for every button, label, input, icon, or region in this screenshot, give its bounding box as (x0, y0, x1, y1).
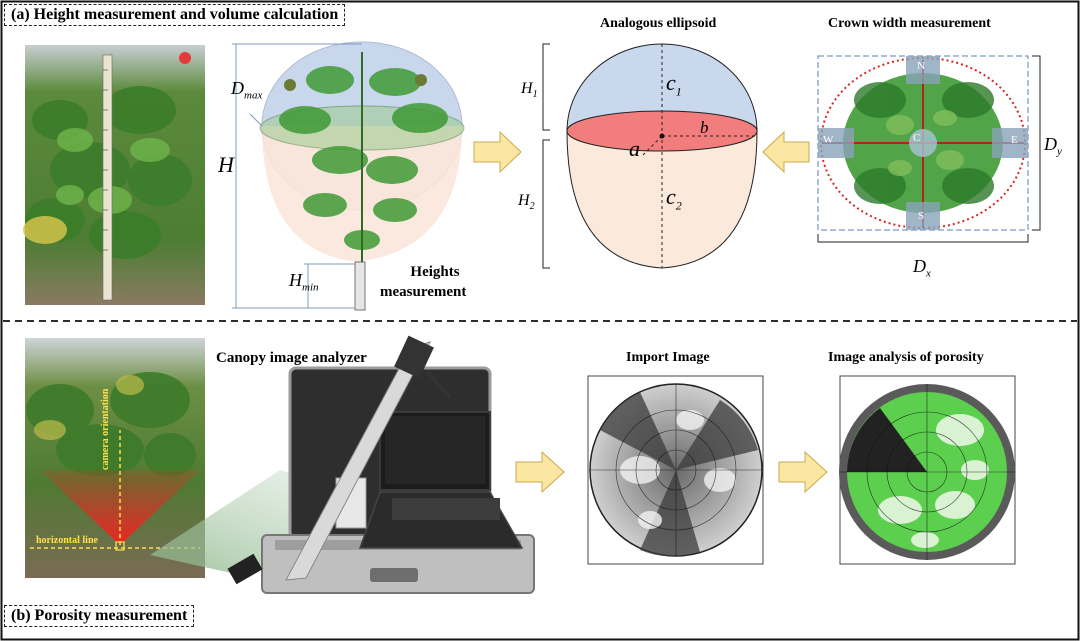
label-c2: c2 (666, 184, 682, 213)
label-S: S (918, 210, 925, 222)
import-image-title: Import Image (626, 350, 710, 365)
arrow-right-b1 (515, 450, 565, 494)
crown-title: Crown width measurement (828, 16, 991, 31)
porosity-analysis-title: Image analysis of porosity (828, 350, 984, 365)
label-C: C (913, 132, 921, 144)
ellipsoid-diagram (542, 43, 758, 269)
label-H: H (218, 152, 234, 177)
panel-a-title: (a) Height measurement and volume calcul… (11, 6, 339, 23)
horizontal-line-label: horizontal line (36, 535, 98, 546)
label-c1: c1 (666, 70, 682, 99)
import-image (587, 375, 764, 565)
arrow-right-a (473, 130, 522, 174)
porosity-analysis-image (839, 375, 1016, 565)
label-N: N (917, 60, 925, 72)
label-E: E (1011, 134, 1018, 146)
label-b: b (700, 118, 709, 137)
label-Dx: Dx (913, 256, 931, 280)
label-Hmin: Hmin (289, 270, 319, 294)
ellipsoid-title: Analogous ellipsoid (600, 16, 717, 31)
label-H1: H1 (521, 80, 538, 101)
camera-orientation-label: camera orientation (100, 388, 111, 470)
heights-measurement-label: Heights (410, 264, 460, 280)
cotton-field-photo-b (25, 338, 205, 578)
height-diagram (232, 41, 465, 311)
analyzer-title: Canopy image analyzer (216, 350, 367, 366)
panel-b-title: (b) Porosity measurement (11, 607, 188, 624)
arrow-left-a (762, 130, 810, 174)
label-Dy: Dy (1044, 134, 1062, 158)
label-Dmax: Dmax (231, 78, 263, 102)
arrow-right-b2 (778, 450, 828, 494)
heights-measurement-label-2: measurement (380, 284, 467, 300)
label-H2: H2 (518, 192, 535, 213)
label-a: a (629, 136, 640, 161)
cotton-field-photo-a (23, 45, 205, 305)
canopy-analyzer-device (227, 335, 535, 594)
label-W: W (823, 134, 834, 146)
crown-width-diagram (817, 55, 1041, 243)
panel-a-title-box: (a) Height measurement and volume calcul… (4, 4, 346, 26)
panel-b-title-box: (b) Porosity measurement (4, 605, 195, 627)
